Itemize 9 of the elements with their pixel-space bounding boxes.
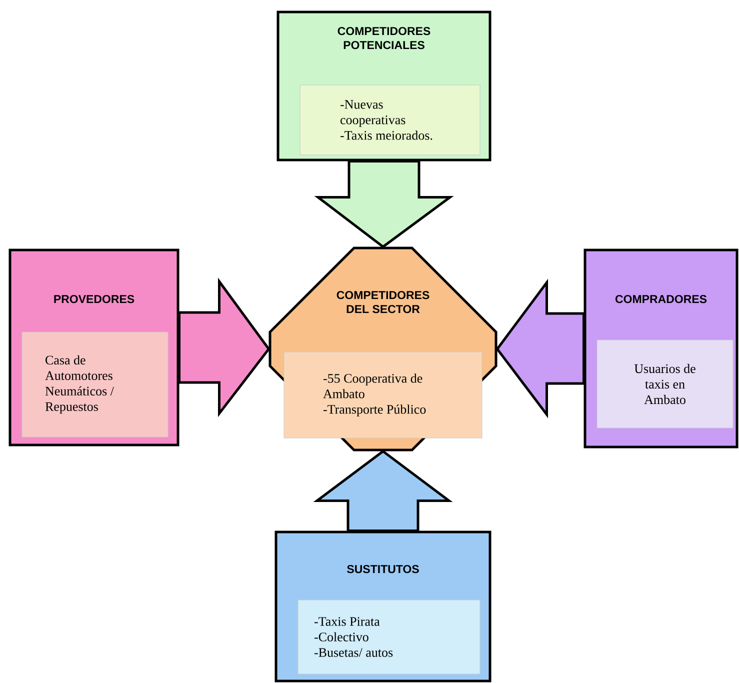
text-box: -55 Cooperativa de Ambato -Transporte Público — [284, 352, 482, 438]
block-arrow — [313, 450, 453, 532]
text-box: Casa de Automotores Neumáticos / Repuestos — [22, 332, 168, 438]
block-arrow — [496, 278, 585, 418]
text-box: -Nuevas cooperativas -Taxis meiorados. — [300, 84, 480, 156]
block-arrow — [314, 160, 454, 248]
text-box: Usuarios de taxis en Ambato — [596, 340, 734, 428]
block-arrow — [178, 278, 270, 418]
text-box: -Taxis Pirata -Colectivo -Busetas/ autos — [298, 600, 480, 674]
